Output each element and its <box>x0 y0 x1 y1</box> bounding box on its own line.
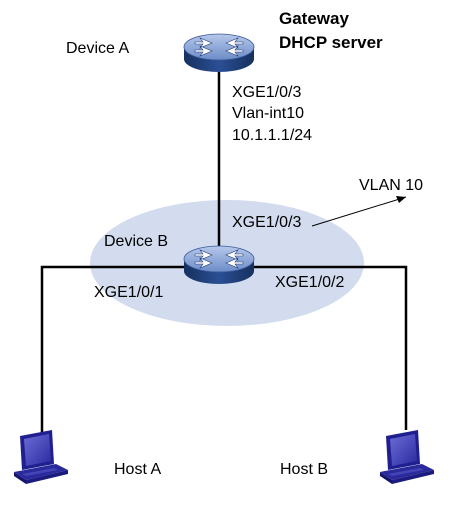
vlan-label: VLAN 10 <box>359 177 424 194</box>
device-a-icon <box>183 33 255 73</box>
device-a-ip-address: 10.1.1.1/24 <box>232 127 313 144</box>
device-b-port-host-b: XGE1/0/2 <box>275 274 345 291</box>
device-b-name: Device B <box>104 233 169 250</box>
device-a-vlan-interface: Vlan-int10 <box>232 105 305 122</box>
vlan-pointer-arrowhead <box>396 196 406 203</box>
device-b-port-host-a: XGE1/0/1 <box>94 284 164 301</box>
device-a-role-dhcp: DHCP server <box>279 33 383 52</box>
host-a-label: Host A <box>114 461 162 478</box>
device-a-role-gateway: Gateway <box>279 9 349 28</box>
device-a-name: Device A <box>66 40 130 57</box>
device-a-port: XGE1/0/3 <box>232 84 302 101</box>
device-b-uplink-port: XGE1/0/3 <box>232 214 302 231</box>
vlan-pointer-line <box>311 196 407 227</box>
link-b-host-b <box>219 265 408 430</box>
link-b-host-a <box>40 265 219 438</box>
host-b-icon <box>380 430 434 484</box>
host-b-label: Host B <box>280 461 329 478</box>
device-b-icon <box>183 245 255 285</box>
host-a-icon <box>14 430 68 484</box>
